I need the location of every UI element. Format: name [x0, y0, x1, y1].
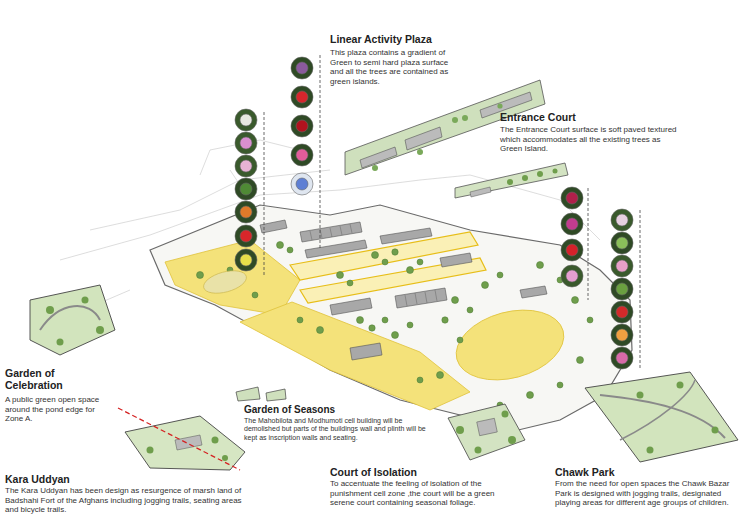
zone-heading: Kara Uddyan [5, 473, 205, 485]
pond [201, 267, 249, 298]
zone-description: The Kara Uddyan has been design as resur… [5, 486, 247, 515]
zone-description: The Entrance Court surface is soft paved… [500, 125, 678, 154]
zone-heading: Chawk Park [555, 466, 705, 478]
zone-heading: Linear Activity Plaza [330, 33, 530, 45]
zone-description: To accentuate the feeling of isolation o… [330, 479, 502, 508]
site-outline [150, 205, 632, 432]
zone-heading: Garden of Celebration [5, 367, 85, 391]
zone-heading: Garden of Seasons [244, 404, 434, 416]
buildings [260, 220, 547, 360]
chawk-vignette [585, 372, 738, 462]
celebration-vignette [30, 285, 115, 355]
zone-description: From the need for open spaces the Chawk … [555, 479, 737, 508]
zone-heading: Court of Isolation [330, 466, 500, 478]
zone-description: The Mahobilota and Modhumoti cell buildi… [244, 417, 440, 442]
entrance-vignette [455, 163, 568, 198]
seasons-vignette [236, 387, 286, 401]
building-hatch [310, 224, 437, 306]
plant-swatches [235, 57, 633, 369]
leader-lines [264, 55, 640, 370]
zone-description: A public green open space around the pon… [5, 395, 100, 424]
isolation-vignette [448, 404, 525, 460]
kara-vignette [118, 408, 245, 470]
zone-description: This plaza contains a gradient of Green … [330, 48, 455, 86]
zone-heading: Entrance Court [500, 111, 700, 123]
plan-trees [197, 242, 594, 409]
